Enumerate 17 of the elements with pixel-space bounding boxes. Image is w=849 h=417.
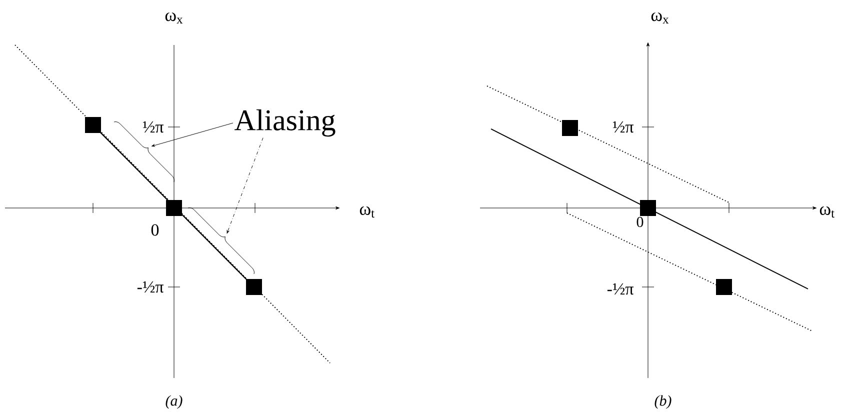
axis-label: 0 <box>151 224 159 236</box>
leader-arrow <box>152 122 234 147</box>
axis-label: ½π <box>143 121 164 133</box>
axis-label: ω$_{x}$ <box>651 12 669 24</box>
axis-label: -½π <box>137 281 164 293</box>
axis-label: -½π <box>607 283 634 295</box>
caption: (b) <box>654 395 672 409</box>
leader-arrow <box>226 138 264 234</box>
axis-label: ½π <box>613 121 634 133</box>
axis-label: ω$_{x}$ <box>165 12 183 24</box>
callout-text: Aliasing <box>234 109 336 137</box>
axis-label: ω$_{t}$ <box>360 206 374 218</box>
brace <box>188 208 254 274</box>
axis-label: ω$_{t}$ <box>820 206 834 218</box>
brace <box>114 122 174 182</box>
axis-label: 0 <box>636 216 644 228</box>
caption: (a) <box>166 395 182 409</box>
